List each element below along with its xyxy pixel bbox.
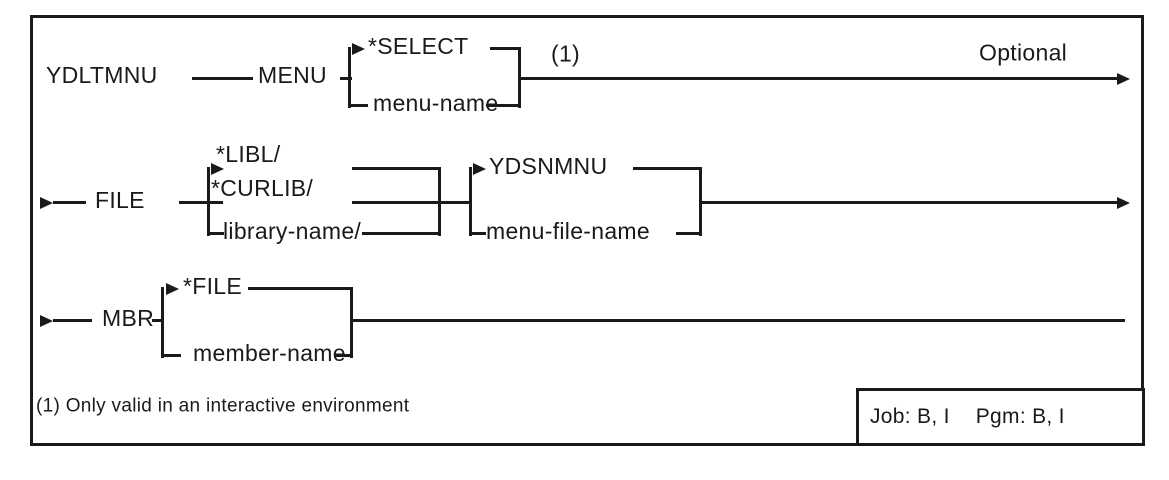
flow-line bbox=[702, 201, 1119, 204]
branch-line bbox=[633, 167, 702, 170]
menu-file-name-option-label: menu-file-name bbox=[486, 218, 650, 245]
flow-line bbox=[53, 319, 92, 322]
default-option-arrow-icon bbox=[473, 163, 486, 175]
branch-line bbox=[210, 201, 223, 204]
flow-resume-arrow-icon bbox=[40, 197, 53, 209]
command-name-label: YDLTMNU bbox=[46, 62, 158, 89]
diagram-border bbox=[30, 15, 1144, 446]
footnote-text: (1) Only valid in an interactive environ… bbox=[36, 395, 410, 417]
default-option-arrow-icon bbox=[211, 163, 224, 175]
choice-bracket-line bbox=[350, 287, 353, 358]
optional-label: Optional bbox=[979, 39, 1068, 66]
branch-line bbox=[472, 232, 486, 235]
flow-line bbox=[441, 201, 472, 204]
branch-line bbox=[351, 104, 368, 107]
choice-bracket-line bbox=[207, 167, 210, 236]
mbr-param-label: MBR bbox=[102, 305, 155, 332]
choice-bracket-line bbox=[161, 287, 164, 358]
flow-continue-arrow-icon bbox=[1117, 73, 1130, 85]
environment-box: Job: B, I Pgm: B, I bbox=[856, 388, 1145, 446]
footnote-ref-label: (1) bbox=[551, 40, 581, 67]
default-option-arrow-icon bbox=[352, 43, 365, 55]
flow-line bbox=[192, 77, 253, 80]
flow-line bbox=[53, 201, 86, 204]
branch-line bbox=[362, 232, 441, 235]
flow-line bbox=[353, 319, 1125, 322]
choice-bracket-line bbox=[469, 167, 472, 236]
choice-bracket-line bbox=[518, 47, 521, 108]
choice-bracket-line bbox=[348, 47, 351, 108]
branch-line bbox=[352, 201, 441, 204]
branch-line bbox=[164, 354, 181, 357]
choice-bracket-line bbox=[699, 167, 702, 236]
menu-param-label: MENU bbox=[258, 62, 327, 89]
branch-line bbox=[490, 47, 521, 50]
library-curlib-option-label: *CURLIB/ bbox=[211, 175, 314, 201]
flow-resume-arrow-icon bbox=[40, 315, 53, 327]
flow-line bbox=[340, 77, 352, 80]
member-name-option-label: member-name bbox=[193, 340, 346, 367]
menu-name-option-label: menu-name bbox=[373, 90, 499, 117]
default-option-arrow-icon bbox=[166, 283, 179, 295]
choice-bracket-line bbox=[438, 167, 441, 236]
branch-line bbox=[248, 287, 353, 290]
file-param-label: FILE bbox=[95, 187, 145, 214]
mbr-default-option-label: *FILE bbox=[183, 273, 243, 300]
branch-line bbox=[210, 232, 224, 235]
file-default-option-label: YDSNMNU bbox=[489, 153, 608, 180]
flow-line bbox=[521, 77, 1120, 80]
flow-continue-arrow-icon bbox=[1117, 197, 1130, 209]
flow-line bbox=[179, 201, 210, 204]
library-libl-option-label: *LIBL/ bbox=[216, 141, 281, 167]
job-modes-label: Job: B, I bbox=[870, 405, 950, 428]
flow-line bbox=[152, 319, 164, 322]
library-name-option-label: library-name/ bbox=[223, 218, 362, 245]
pgm-modes-label: Pgm: B, I bbox=[975, 405, 1065, 428]
branch-line bbox=[352, 167, 441, 170]
branch-line bbox=[334, 354, 352, 357]
branch-line bbox=[486, 104, 520, 107]
menu-default-option-label: *SELECT bbox=[368, 33, 469, 60]
branch-line bbox=[676, 232, 702, 235]
